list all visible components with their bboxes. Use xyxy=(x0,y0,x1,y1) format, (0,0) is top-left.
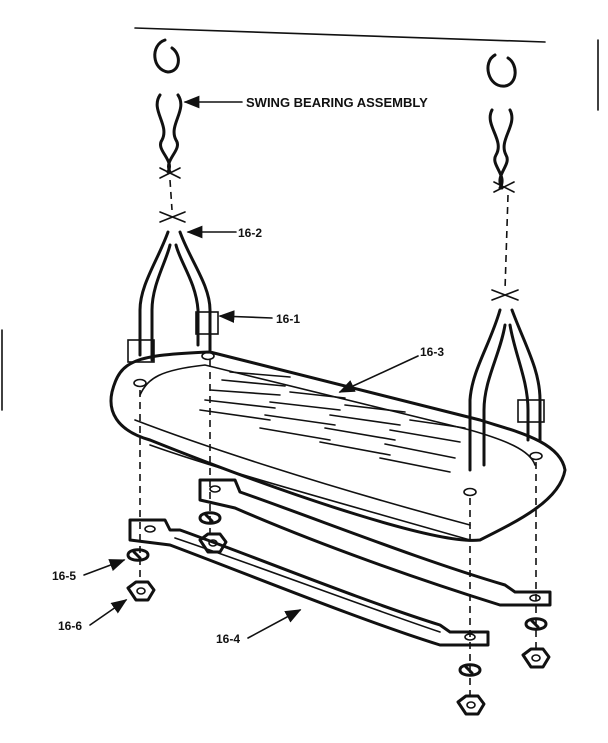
assembly-guide-lines xyxy=(139,179,537,700)
callout-16-3: 16-3 xyxy=(338,345,444,393)
top-beam-line xyxy=(134,27,546,43)
callout-16-6: 16-6 xyxy=(58,599,128,633)
seat-bracket-rear xyxy=(198,478,552,607)
label-16-4: 16-4 xyxy=(216,632,240,646)
label-16-1: 16-1 xyxy=(276,312,300,326)
right-hanger xyxy=(468,289,545,472)
swing-seat-16-3 xyxy=(109,350,567,542)
label-16-6: 16-6 xyxy=(58,619,82,633)
left-swing-bearing-chain xyxy=(153,38,183,179)
seat-slots xyxy=(199,371,466,473)
callout-16-2: 16-2 xyxy=(186,225,262,240)
callout-swing-bearing: SWING BEARING ASSEMBLY xyxy=(183,95,428,110)
callout-16-4: 16-4 xyxy=(216,609,302,646)
lock-washer-16-5 xyxy=(126,511,548,677)
label-16-3: 16-3 xyxy=(420,345,444,359)
right-swing-bearing-chain xyxy=(486,53,517,193)
label-swing-bearing-assembly: SWING BEARING ASSEMBLY xyxy=(246,95,428,110)
callout-16-1: 16-1 xyxy=(218,310,300,326)
callout-16-5: 16-5 xyxy=(52,559,126,583)
label-16-5: 16-5 xyxy=(52,569,76,583)
label-16-2: 16-2 xyxy=(238,226,262,240)
left-hanger-16-1 xyxy=(127,211,219,363)
hex-nut-16-6 xyxy=(126,532,551,716)
